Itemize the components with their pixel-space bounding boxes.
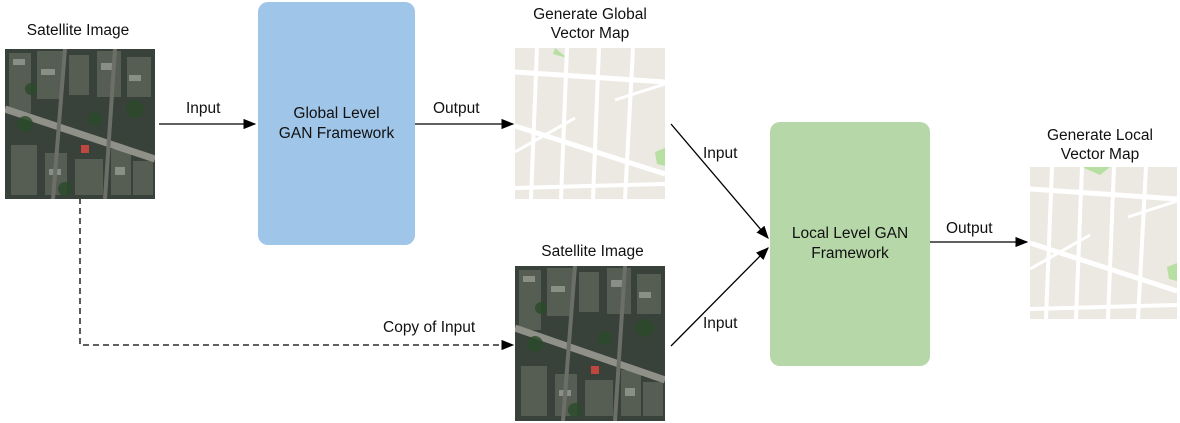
global-map-title-line-2: Vector Map (550, 25, 630, 42)
edge-input-2 (670, 123, 769, 239)
local-map-title-line-2: Vector Map (1060, 146, 1140, 163)
edge-label-copy-of-input: Copy of Input (383, 319, 476, 336)
global-gan-line-2: GAN Framework (278, 124, 395, 142)
satellite-image-title-top: Satellite Image (26, 22, 130, 39)
global-gan-label: Global Level GAN Framework (279, 104, 394, 144)
satellite-image-icon (515, 266, 665, 421)
edge-label-input-2: Input (703, 145, 738, 162)
local-gan-label: Local Level GAN Framework (792, 224, 908, 264)
local-gan-line-2: Framework (811, 245, 889, 262)
local-map-title-line-1: Generate Local (1047, 127, 1153, 144)
local-map-title: Generate Local Vector Map (1025, 126, 1175, 164)
edge-label-input-1: Input (186, 100, 221, 117)
vector-map-icon (515, 48, 665, 199)
edge-input-3 (670, 247, 769, 347)
satellite-image-title-mid: Satellite Image (541, 243, 644, 260)
edge-label-output-2: Output (946, 220, 993, 237)
global-gan-box: Global Level GAN Framework (258, 2, 415, 245)
global-gan-line-1: Global Level (293, 104, 380, 122)
global-map-title: Generate Global Vector Map (505, 5, 675, 43)
satellite-image-icon (5, 49, 155, 199)
local-gan-box: Local Level GAN Framework (770, 122, 930, 366)
edge-label-input-3: Input (703, 315, 738, 332)
local-gan-line-1: Local Level GAN (791, 225, 909, 242)
vector-map-icon (1030, 167, 1177, 319)
edge-copy-of-input (79, 198, 515, 351)
global-map-title-line-1: Generate Global (533, 6, 647, 23)
edge-label-output-1: Output (433, 100, 480, 117)
